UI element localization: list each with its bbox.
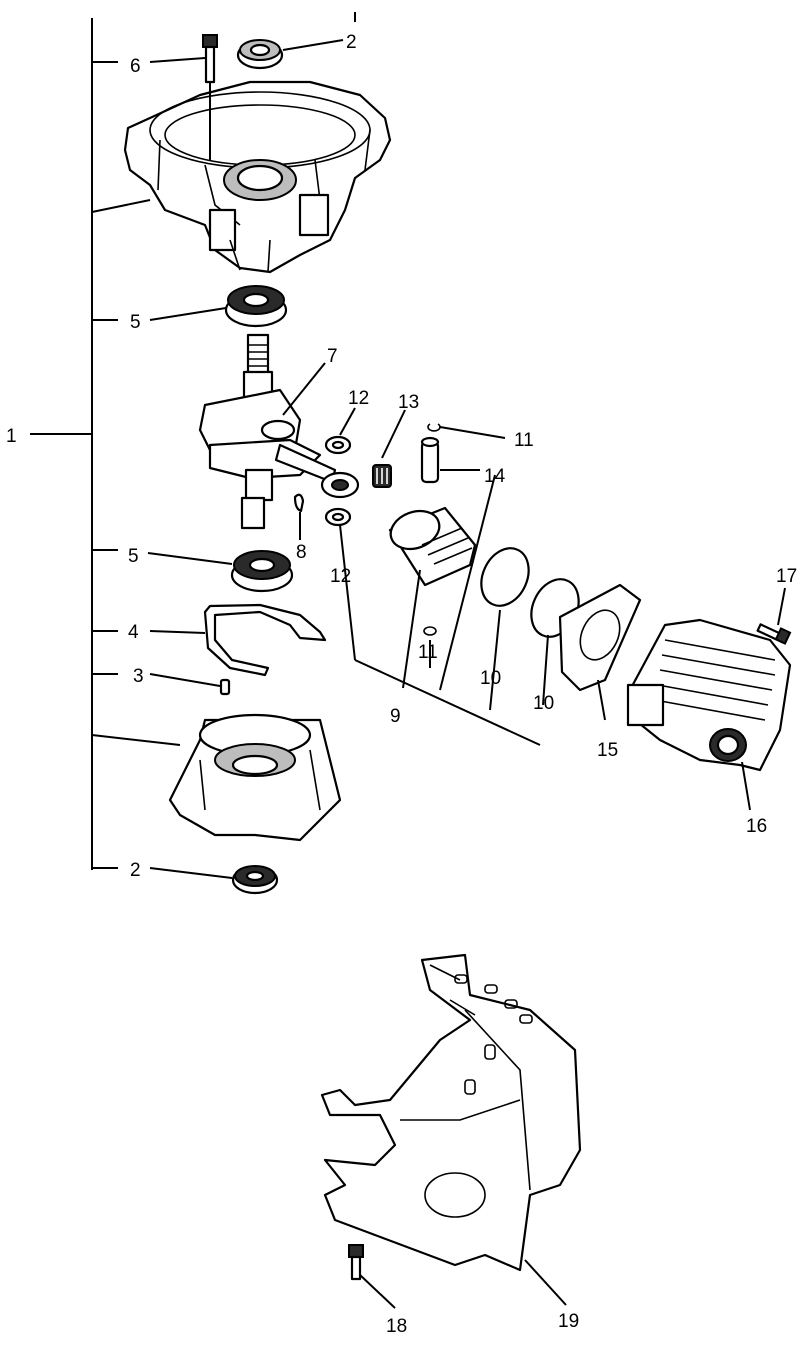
- leader-lines: [91, 12, 786, 1309]
- piston-pin-clip-top: [427, 423, 441, 432]
- screw-part-6: [202, 34, 218, 160]
- callout-10-right: 10: [533, 693, 554, 714]
- ignition-bracket: [203, 603, 327, 677]
- callout-2-bottom: 2: [130, 860, 141, 881]
- bearing-top: [224, 285, 288, 328]
- callout-15: 15: [597, 740, 618, 761]
- callout-13: 13: [398, 392, 419, 413]
- cylinder-gasket: [558, 583, 642, 692]
- callout-6: 6: [130, 56, 141, 77]
- piston: [388, 506, 477, 587]
- upper-crankcase: [123, 80, 392, 274]
- dowel-pin: [219, 678, 231, 696]
- piston-pin-clip-bottom: [423, 626, 437, 636]
- screw-part-18: [348, 1244, 364, 1281]
- callout-4: 4: [128, 622, 139, 643]
- callout-9: 9: [390, 706, 401, 727]
- callout-14: 14: [484, 466, 506, 487]
- callout-5-bottom: 5: [128, 546, 139, 567]
- needle-bearing: [372, 464, 392, 488]
- callout-7: 7: [327, 346, 338, 367]
- callout-12-bottom: 12: [330, 566, 351, 587]
- thrust-washer-top: [324, 435, 352, 455]
- piston-pin: [420, 436, 440, 484]
- crankshaft: [198, 333, 360, 530]
- callout-5-top: 5: [130, 312, 141, 333]
- callout-3: 3: [133, 666, 144, 687]
- callout-17: 17: [776, 566, 797, 587]
- callout-2-top: 2: [346, 32, 357, 53]
- callout-18: 18: [386, 1316, 407, 1337]
- lower-crankcase: [168, 713, 342, 842]
- callout-labels: 1 2 6 5 7 12 13 11 14 8 5 12 17 4 11 3 1…: [6, 32, 797, 1337]
- oil-seal-top: [236, 39, 284, 70]
- bearing-bottom: [230, 550, 294, 593]
- callout-16: 16: [746, 816, 767, 837]
- callout-10-left: 10: [480, 668, 501, 689]
- assembly-bracket: [30, 18, 118, 870]
- thrust-washer-bottom: [324, 507, 352, 527]
- callout-11-bottom: 11: [418, 642, 438, 663]
- callout-1: 1: [6, 426, 17, 447]
- woodruff-key: [293, 493, 305, 513]
- screw-part-17: [756, 623, 792, 645]
- callout-19: 19: [558, 1311, 579, 1332]
- callout-8: 8: [296, 542, 307, 563]
- piston-ring-1: [480, 547, 530, 607]
- callout-11-top: 11: [514, 430, 534, 451]
- callout-12-top: 12: [348, 388, 369, 409]
- engine-cover: [320, 953, 582, 1272]
- oil-seal-bottom: [231, 865, 279, 895]
- cylinder: [626, 618, 792, 772]
